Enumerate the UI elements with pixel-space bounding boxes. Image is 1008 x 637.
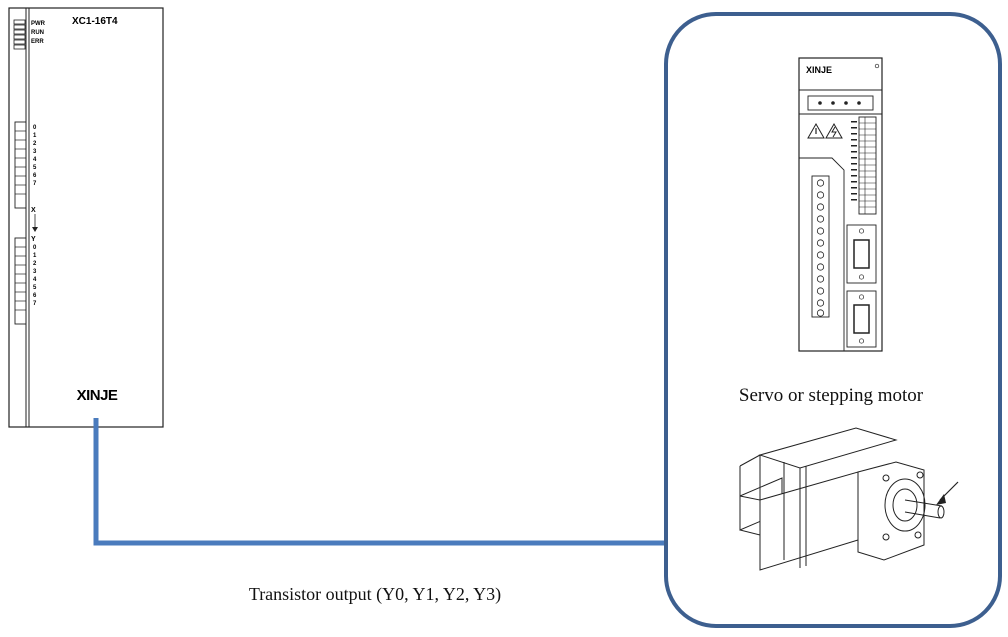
servo-power-terminal-block (811, 175, 830, 318)
x-terminal-number: 7 (33, 181, 37, 187)
plc-model-label: XC1-16T4 (72, 16, 118, 27)
servo-connector-screw (858, 228, 865, 234)
y-terminal-number: 5 (33, 285, 37, 291)
servo-signal-terminal-slots (859, 117, 876, 214)
servo-drive-led (857, 101, 861, 105)
plc-brand-logo: XINJE (77, 387, 118, 404)
servo-connector-cn1-port (853, 239, 870, 269)
high-voltage-icon-mark (831, 126, 837, 138)
plc-body (8, 7, 164, 428)
servo-signal-tick-marks (851, 121, 857, 201)
transistor-output-wire (93, 418, 666, 546)
plc-y-terminal-slots (15, 246, 26, 311)
servo-power-terminal-screws (816, 179, 825, 317)
servo-drive-brand: XINJE (806, 65, 832, 75)
y-terminal-number: 4 (33, 277, 37, 283)
connection-label: Transistor output (Y0, Y1, Y2, Y3) (249, 584, 501, 605)
plc-x-terminal-numbers: 0 1 2 3 4 5 6 7 (33, 125, 37, 187)
plc-indicator-label: PWR (31, 21, 46, 27)
y-terminal-number: 0 (33, 245, 37, 251)
servo-power-section-outline (799, 157, 845, 351)
plc-x-terminal-slots (15, 130, 26, 195)
servo-drive-led (844, 101, 848, 105)
y-terminal-number: 6 (33, 293, 37, 299)
x-terminal-number: 1 (33, 133, 37, 139)
device-label: Servo or stepping motor (739, 385, 924, 406)
y-terminal-number: 3 (33, 269, 37, 275)
x-terminal-number: 2 (33, 141, 37, 147)
plc-y-label: Y (31, 236, 36, 243)
shaft-pointer-arrowhead (936, 494, 946, 505)
plc-x-y-arrowhead (32, 227, 38, 232)
x-terminal-number: 6 (33, 173, 37, 179)
y-terminal-number: 2 (33, 261, 37, 267)
servo-connector-cn1 (846, 224, 877, 284)
servo-drive-led (818, 101, 822, 105)
x-terminal-number: 4 (33, 157, 37, 163)
servo-signal-terminal-block (858, 116, 877, 215)
x-terminal-number: 5 (33, 165, 37, 171)
servo-drive-led (831, 101, 835, 105)
high-voltage-icon (825, 122, 843, 139)
warning-icon (807, 122, 825, 139)
servo-connector-cn2 (846, 290, 877, 348)
servo-motor (739, 427, 945, 571)
plc-indicator-label: RUN (31, 30, 44, 36)
y-terminal-number: 1 (33, 253, 37, 259)
y-terminal-number: 7 (33, 301, 37, 307)
servo-connector-screw (858, 294, 865, 300)
plc-x-label: X (31, 207, 36, 214)
plc-indicator-leds (13, 19, 26, 50)
x-terminal-number: 3 (33, 149, 37, 155)
plc-unit: PWR RUN ERR XC1-16T4 0 1 2 3 4 5 6 7 X Y (8, 7, 164, 428)
servo-connector-screw (858, 274, 865, 280)
servo-drive: XINJE (798, 57, 883, 352)
servo-connector-cn2-port (853, 304, 870, 334)
x-terminal-number: 0 (33, 125, 37, 131)
servo-drive-body (798, 57, 883, 352)
servo-drive-screw (874, 63, 880, 69)
plc-x-terminal-strip (14, 121, 27, 209)
plc-y-terminal-strip (14, 237, 27, 325)
plc-y-terminal-numbers: 0 1 2 3 4 5 6 7 (33, 245, 37, 307)
servo-connector-screw (858, 338, 865, 344)
servo-drive-display (807, 95, 874, 111)
plc-indicator-label: ERR (31, 39, 44, 45)
